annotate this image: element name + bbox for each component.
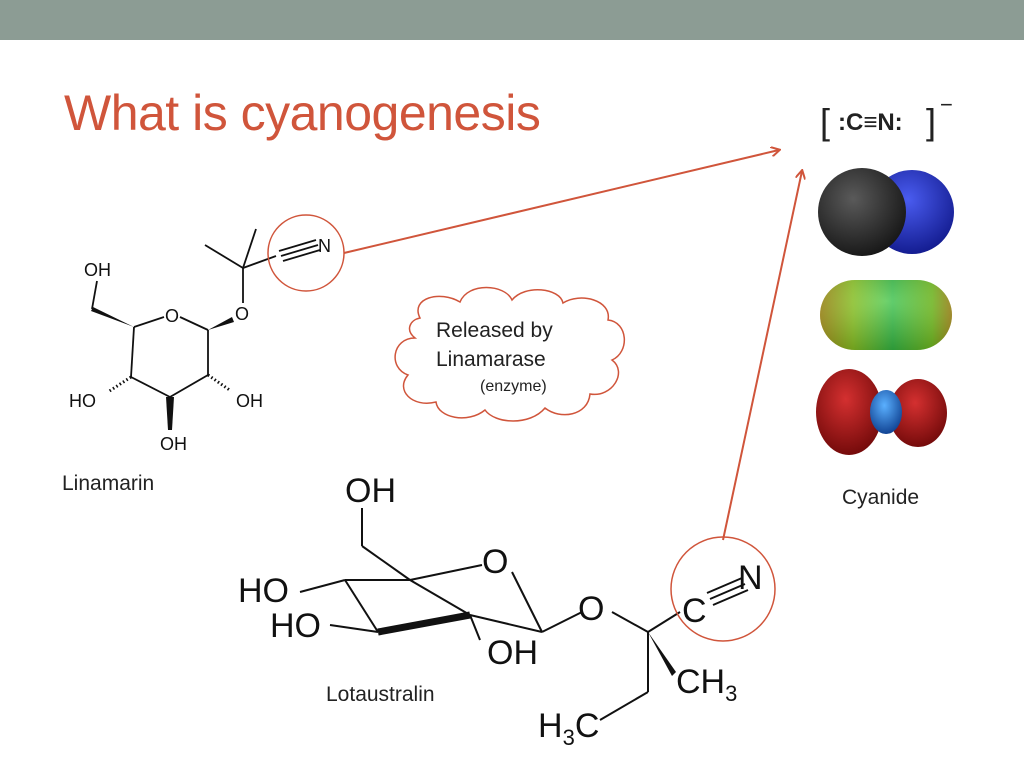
lotaustralin-atom-h3c: H3C bbox=[538, 707, 599, 750]
linamarin-nitrile-highlight bbox=[267, 214, 345, 292]
bubble-text-linamarase: Linamarase bbox=[436, 348, 546, 371]
lotaustralin-atom-ho-1: HO bbox=[238, 572, 289, 610]
arrow-linamarin-to-cyanide bbox=[343, 150, 779, 254]
lotaustralin-label: Lotaustralin bbox=[326, 683, 435, 706]
lotaustralin-atom-n: N bbox=[738, 559, 763, 597]
cyanide-lewis-structure: [ :C≡N: ] − bbox=[820, 92, 953, 142]
bubble-text-enzyme: (enzyme) bbox=[480, 378, 547, 395]
lotaustralin-atom-glyco-o: O bbox=[578, 590, 604, 628]
linamarin-atom-glyco-o: O bbox=[235, 304, 249, 324]
slide-title: What is cyanogenesis bbox=[64, 85, 541, 141]
lewis-bracket-right: ] bbox=[926, 101, 936, 142]
lotaustralin-structure bbox=[299, 508, 749, 721]
top-bar bbox=[0, 0, 1024, 40]
lotaustralin-atom-ring-o: O bbox=[482, 543, 508, 581]
enzyme-thought-bubble bbox=[394, 286, 626, 422]
bubble-text-released-by: Released by bbox=[436, 319, 553, 342]
arrow-lotaustralin-to-cyanide bbox=[722, 171, 802, 541]
linamarin-atom-oh-top: OH bbox=[84, 260, 111, 280]
lewis-formula: :C≡N: bbox=[838, 109, 903, 136]
lewis-bracket-left: [ bbox=[820, 101, 830, 142]
linamarin-atom-ho-left: HO bbox=[69, 391, 96, 411]
cyanide-esp-surface bbox=[820, 280, 952, 350]
lotaustralin-atom-oh-top: OH bbox=[345, 472, 396, 510]
lotaustralin-atom-oh-bottom: OH bbox=[487, 634, 538, 672]
lotaustralin-atom-ch3: CH3 bbox=[676, 663, 737, 706]
linamarin-atom-ring-o: O bbox=[165, 306, 179, 326]
lewis-charge: − bbox=[940, 92, 953, 117]
linamarin-atom-oh-right: OH bbox=[236, 391, 263, 411]
linamarin-label: Linamarin bbox=[62, 472, 155, 495]
linamarin-atom-oh-bottom: OH bbox=[160, 434, 187, 454]
cyanide-label: Cyanide bbox=[842, 486, 920, 509]
lotaustralin-nitrile-highlight bbox=[670, 536, 776, 642]
cyanide-space-filling-model bbox=[818, 168, 954, 256]
lotaustralin-atom-ho-2: HO bbox=[270, 607, 321, 645]
cyanide-orbital-model bbox=[816, 369, 947, 455]
linamarin-structure bbox=[91, 228, 321, 430]
linamarin-atom-n: N bbox=[318, 236, 331, 256]
lotaustralin-atom-c: C bbox=[682, 592, 707, 630]
